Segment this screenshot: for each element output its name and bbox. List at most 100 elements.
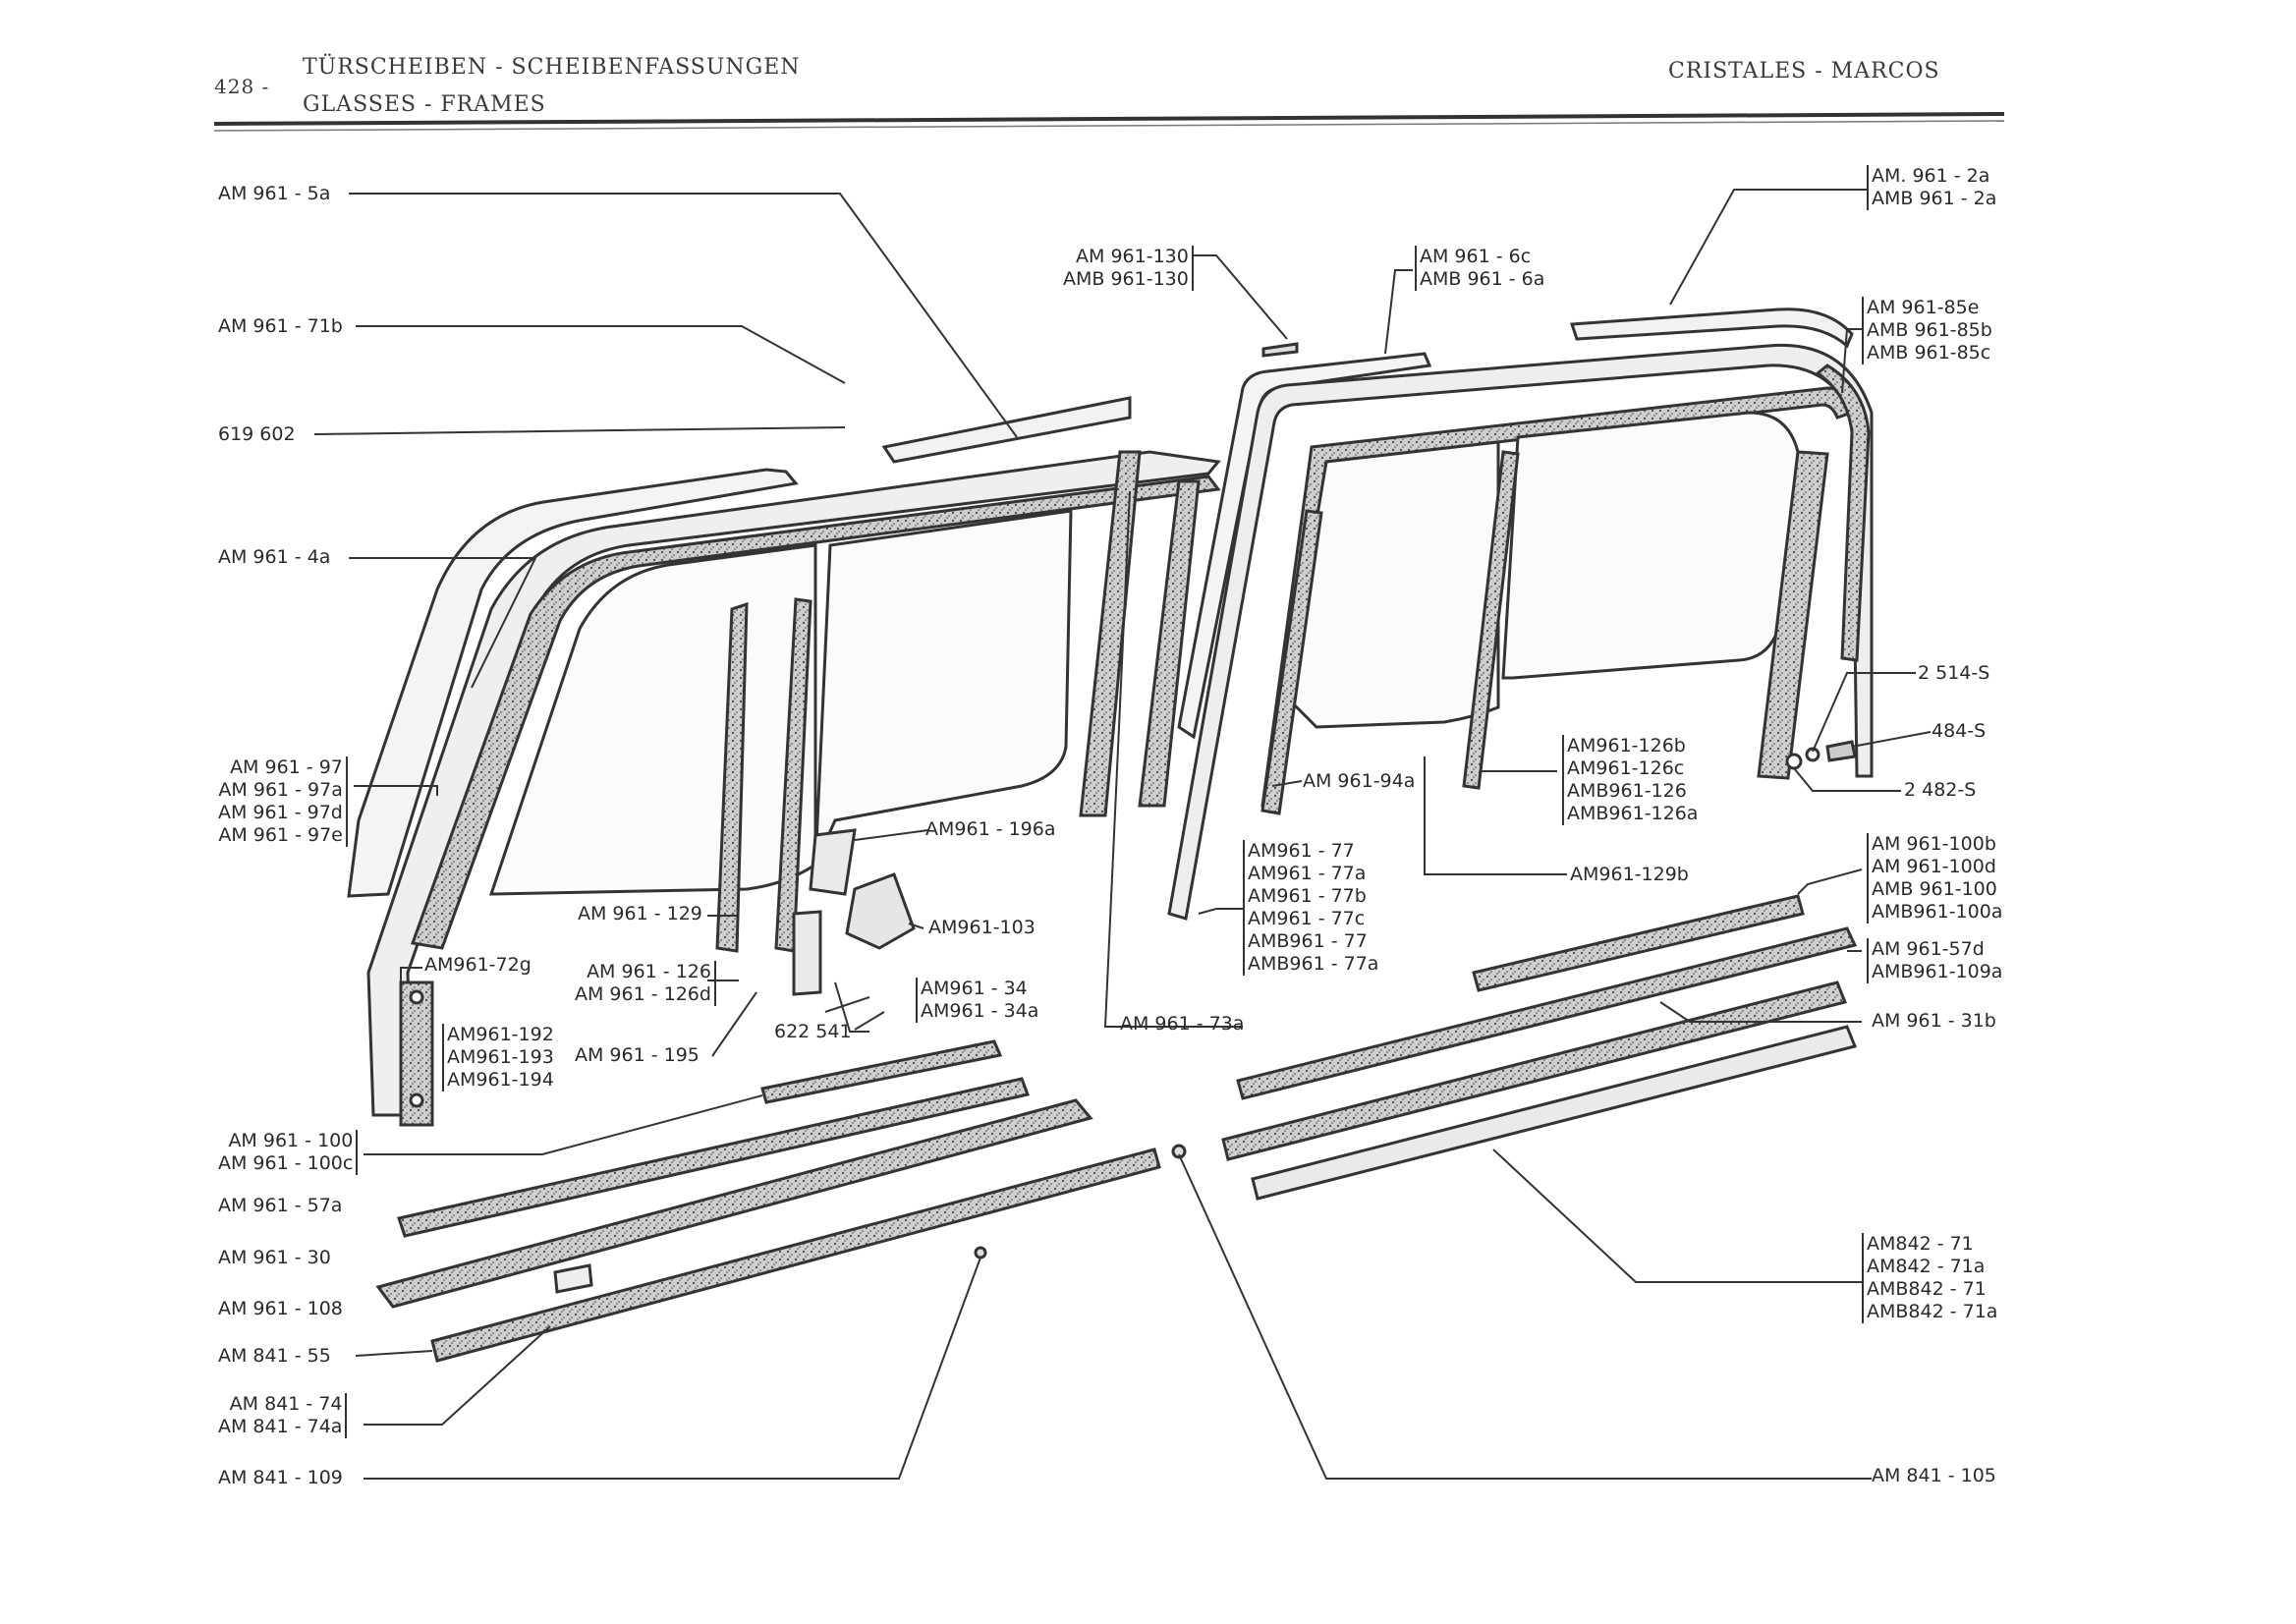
part-label-line: AM961-192 [447,1024,554,1045]
part-label-line: AM961-194 [447,1069,554,1091]
part-label-line: AM 961 - 126d [575,983,711,1005]
part-label-am961-108: AM 961 - 108 [218,1298,343,1319]
left-vertical-channel-1 [715,601,749,953]
page-title-german: TÜRSCHEIBEN - SCHEIBENFASSUNGEN [303,55,801,80]
part-label-line: AM961-126b [1567,735,1686,756]
hinge-196a [809,828,857,896]
part-label-line: AM 961 - 126 [587,961,711,982]
part-label-am961-103: AM961-103 [928,917,1036,938]
part-label-line: AM 961 - 100 [228,1130,354,1151]
right-rear-channel [1757,450,1829,780]
part-label-am961-77: AM961 - 77 AM961 - 77a AM961 - 77b AM961… [1243,840,1378,976]
part-label-line: AMB961 - 77a [1248,953,1379,975]
strip-100b [1472,894,1805,992]
left-vertical-channel-2 [774,597,812,953]
part-label-am961-129: AM 961 - 129 [578,903,702,924]
right-door-assembly [1167,308,1874,921]
part-label-am961-85: AM 961-85e AMB 961-85b AMB 961-85c [1862,297,1992,364]
part-label-am961-72g: AM961-72g [424,954,532,976]
part-label-am961-129b: AM961-129b [1570,864,1689,885]
part-label-line: AMB 961 - 6a [1420,268,1545,290]
part-label-am961-2a: AM. 961 - 2a AMB 961 - 2a [1867,165,1996,210]
part-label-line: AM 961 - 97a [218,779,343,801]
part-label-am961-195: AM 961 - 195 [575,1044,700,1066]
part-label-line: AM 961 - 6c [1420,246,1532,267]
strip-57d [1236,926,1858,1100]
part-label-am961-57d: AM 961-57d AMB961-109a [1867,938,2002,983]
left-rear-channel-2 [1138,479,1201,808]
part-label-line: AM 961 - 97 [230,756,343,778]
part-label-line: AM 961-130 [1076,246,1189,267]
part-label-am841-105: AM 841 - 105 [1872,1465,1996,1486]
part-label-line: AM 961 - 97e [218,824,343,846]
part-label-am841-74: AM 841 - 74 AM 841 - 74a [218,1393,348,1438]
part-label-line: AMB961-109a [1872,961,2003,982]
right-vertical-channel-1 [1260,509,1323,815]
page-number: 428 - [214,75,270,98]
part-label-line: AM 961 - 100c [218,1152,354,1174]
part-label-am961-57a: AM 961 - 57a [218,1195,343,1216]
part-label-am961-100: AM 961 - 100 AM 961 - 100c [218,1130,359,1175]
part-label-line: AM 841 - 74 [229,1393,343,1415]
part-label-line: AM961 - 77c [1248,908,1366,929]
part-label-am961-71b: AM 961 - 71b [218,315,343,337]
part-label-484s: 484-S [1932,720,1987,742]
part-label-line: AM961 - 34 [921,978,1028,999]
part-label-line: AM961 - 77b [1248,885,1367,907]
part-label-line: AMB 961-85b [1867,319,1992,341]
left-door-assembly [347,396,1221,1127]
screw-484 [1825,740,1857,762]
washer-2514 [1805,747,1820,762]
strip-100 [760,1039,1003,1104]
right-rear-seal [1815,364,1871,662]
part-label-line: AM. 961 - 2a [1872,165,1990,187]
bracket-195 [792,910,822,996]
part-label-line: AM 961-100b [1872,833,1996,855]
part-label-am961-100b: AM 961-100b AM 961-100d AMB 961-100 AMB9… [1867,833,2002,924]
part-label-am961-5a: AM 961 - 5a [218,183,331,204]
part-label-am961-34: AM961 - 34 AM961 - 34a [916,978,1038,1023]
left-seal-strip [410,475,1221,950]
strip-57a [397,1077,1031,1238]
part-label-2514s: 2 514-S [1918,662,1990,684]
part-label-line: AM 961 - 97d [218,802,343,823]
part-label-line: AM842 - 71a [1867,1256,1986,1277]
header-rule [213,112,2005,126]
part-label-am961-4a: AM 961 - 4a [218,546,331,568]
part-label-am841-109: AM 841 - 109 [218,1467,343,1488]
washer-2482 [1785,753,1803,770]
strip-30 [375,1098,1093,1309]
left-top-frame [881,396,1132,464]
part-label-am961-196a: AM961 - 196a [925,818,1056,840]
part-label-am841-55: AM 841 - 55 [218,1345,331,1367]
part-label-line: AM 961-100d [1872,856,1996,877]
part-label-line: AM842 - 71 [1867,1233,1974,1255]
part-label-line: AM961-193 [447,1046,554,1068]
part-label-2482s: 2 482-S [1904,779,1977,801]
lower-strips [375,894,1858,1363]
lock-103 [845,872,916,950]
right-glass-rear [1501,411,1800,680]
part-label-line: AM961 - 34a [921,1000,1039,1022]
part-label-line: AM961-126c [1567,757,1685,779]
right-top-frame [1569,308,1854,349]
part-label-622541: 622 541 [774,1021,852,1042]
part-label-line: AM 961-85e [1867,297,1980,318]
page-title-english: GLASSES - FRAMES [303,92,546,117]
left-outer-frame [347,468,799,898]
part-label-am961-192: AM961-192 AM961-193 AM961-194 [442,1024,554,1092]
right-channel-frame [1167,343,1874,921]
part-label-am961-126: AM 961 - 126 AM 961 - 126d [575,961,716,1006]
part-label-line: AMB 961 - 2a [1872,188,1997,209]
left-glass-rear [813,509,1073,866]
right-vertical-channel-2 [1462,450,1520,790]
part-label-line: AMB961-100a [1872,901,2003,923]
part-label-line: AMB 961-130 [1063,268,1189,290]
part-label-line: AMB 961-85c [1867,342,1991,364]
part-label-am961-73a: AM 961 - 73a [1120,1013,1245,1035]
part-label-line: AM 841 - 74a [218,1416,343,1437]
strip-842-71 [1251,1025,1858,1201]
part-label-am961-30: AM 961 - 30 [218,1247,331,1268]
